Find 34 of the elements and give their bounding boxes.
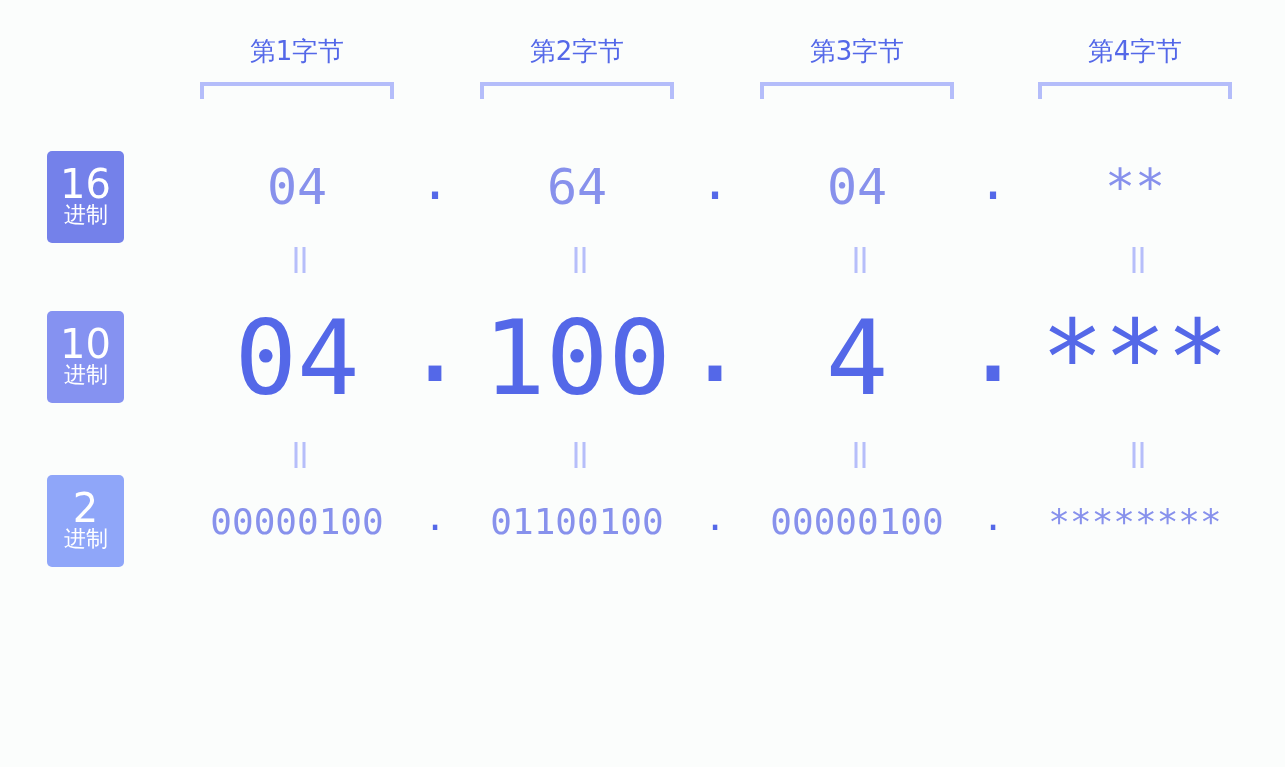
separator-dot: . bbox=[977, 157, 1009, 207]
separator-dot: . bbox=[704, 500, 726, 536]
byte-value: 64 bbox=[546, 162, 608, 212]
separator-dot: . bbox=[424, 500, 446, 536]
base-label: 进制 bbox=[62, 364, 109, 386]
number-base-badge bbox=[47, 151, 124, 243]
byte-value: 4 bbox=[825, 306, 889, 410]
byte-value: 01100100 bbox=[490, 504, 664, 540]
byte-value: 04 bbox=[826, 162, 888, 212]
byte-value: *** bbox=[1041, 306, 1229, 410]
byte-value: ** bbox=[1104, 162, 1166, 212]
byte-heading: 第2字节 bbox=[529, 38, 625, 64]
separator-dot: . bbox=[419, 157, 451, 207]
byte-value: ******** bbox=[1048, 504, 1222, 540]
base-number: 16 bbox=[59, 164, 112, 204]
base-label: 进制 bbox=[62, 204, 109, 226]
separator-dot: . bbox=[403, 293, 467, 397]
base-number: 10 bbox=[59, 324, 112, 364]
byte-value: 00000100 bbox=[770, 504, 944, 540]
byte-value: 00000100 bbox=[210, 504, 384, 540]
separator-dot: . bbox=[982, 500, 1004, 536]
byte-heading: 第1字节 bbox=[249, 38, 345, 64]
byte-value: 04 bbox=[234, 306, 360, 410]
base-number: 2 bbox=[72, 488, 99, 528]
number-base-badge bbox=[47, 311, 124, 403]
base-label: 进制 bbox=[62, 528, 109, 550]
separator-dot: . bbox=[699, 157, 731, 207]
byte-value: 100 bbox=[483, 306, 671, 410]
separator-dot: . bbox=[961, 293, 1025, 397]
separator-dot: . bbox=[683, 293, 747, 397]
byte-heading: 第4字节 bbox=[1087, 38, 1183, 64]
byte-heading: 第3字节 bbox=[809, 38, 905, 64]
byte-value: 04 bbox=[266, 162, 328, 212]
number-base-badge bbox=[47, 475, 124, 567]
